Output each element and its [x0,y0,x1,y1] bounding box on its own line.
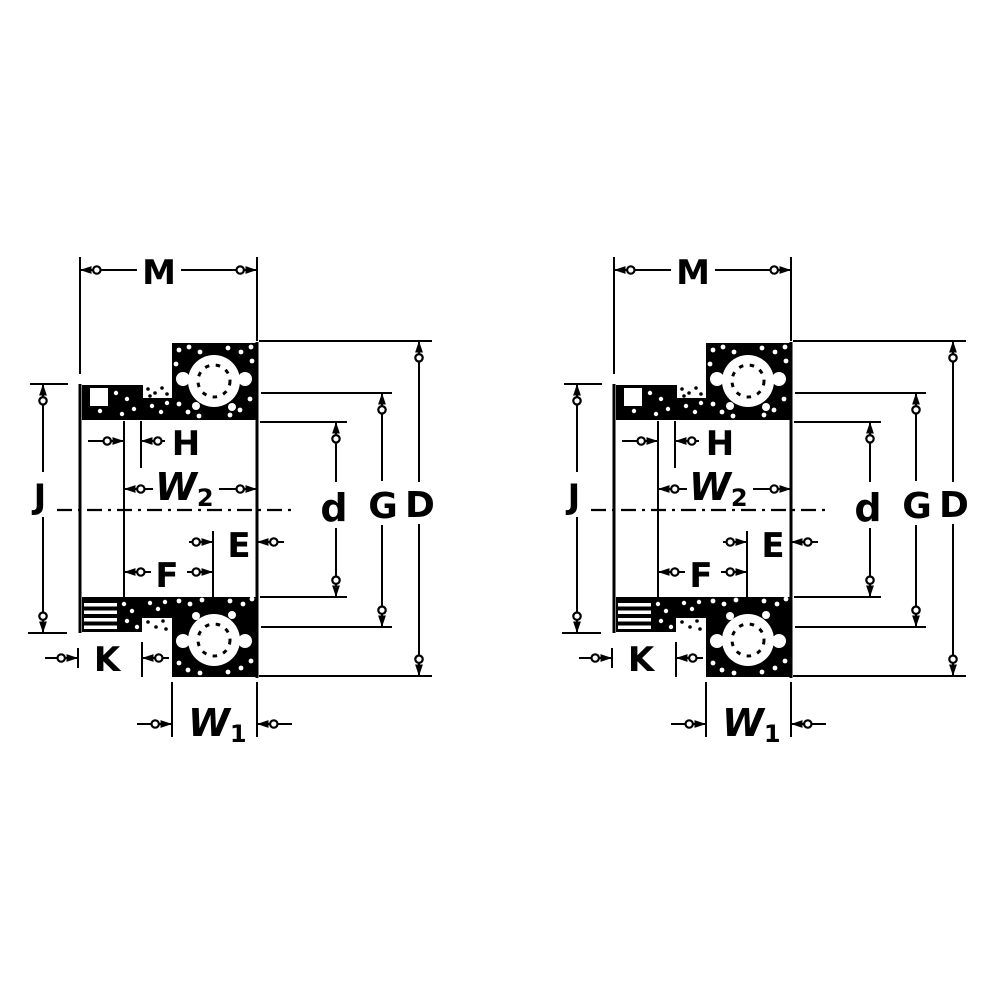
dim-label-w1: W1 [722,701,781,748]
dim-label-m: M [676,253,710,293]
dim-label-w2: W2 [689,465,748,512]
dim-label-m: M [142,253,176,293]
dim-label-w2: W2 [155,465,214,512]
dim-label-j: J [566,477,581,517]
dim-label-d-bore: d [320,486,347,530]
dim-label-d-outer: D [405,485,435,526]
dim-label-f: F [689,556,712,596]
dim-label-h: H [706,424,734,464]
dim-label-k: K [94,640,122,680]
dim-label-f: F [155,556,178,596]
dim-label-h: H [172,424,200,464]
dim-label-g: G [902,486,932,527]
dim-label-d-outer: D [939,485,969,526]
dim-label-j: J [32,477,47,517]
right-bearing-diagram: M J H W2 E F K W1 d G D [562,253,969,748]
dim-label-e: E [761,526,784,566]
dim-label-d-bore: d [854,486,881,530]
left-bearing-diagram: M J H W2 E F K W1 d G D [28,253,435,748]
dim-label-w1: W1 [188,701,247,748]
dim-label-k: K [628,640,656,680]
dim-label-e: E [227,526,250,566]
dim-label-g: G [368,486,398,527]
